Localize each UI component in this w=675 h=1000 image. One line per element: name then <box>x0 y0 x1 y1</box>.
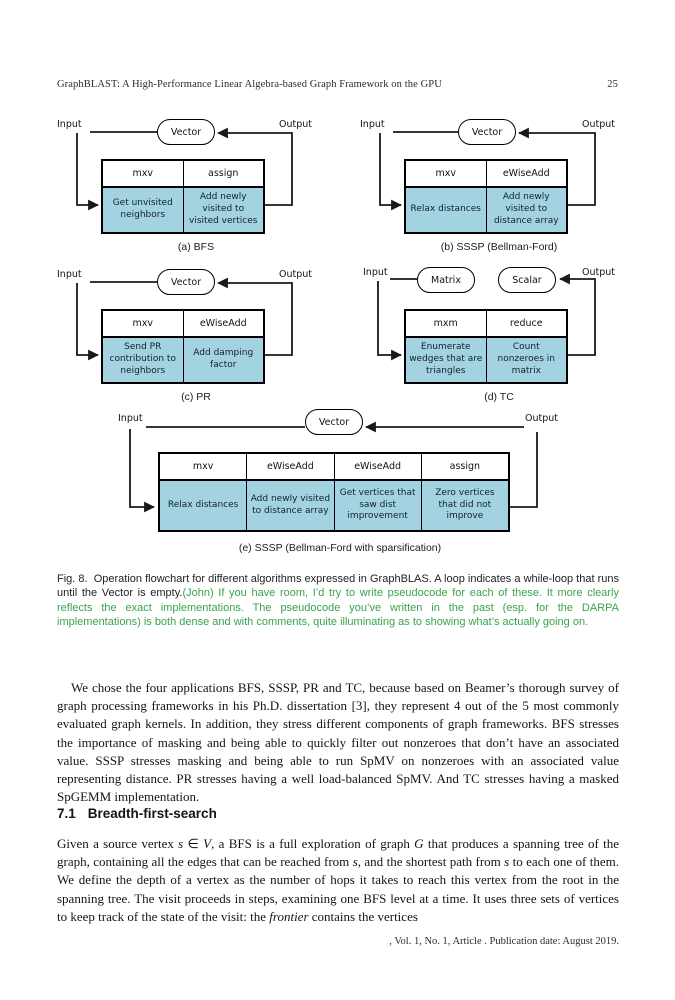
output-label: Output <box>279 269 312 280</box>
op-name: reduce <box>486 311 566 338</box>
operation-table: mxv Get unvisited neighbors assign Add n… <box>101 159 265 234</box>
diagram-tc: Input Matrix Scalar Output mxm Enumerate… <box>360 265 638 407</box>
op-name: eWiseAdd <box>334 454 421 481</box>
connector-lines <box>379 127 596 211</box>
operation-table: mxv Relax distances eWiseAdd Add newly v… <box>158 452 510 532</box>
input-label: Input <box>360 119 385 130</box>
subcaption-d: (d) TC <box>484 391 514 403</box>
vector-node-label: Vector <box>170 126 202 138</box>
vector-node: Vector <box>305 409 363 435</box>
op-name: assign <box>421 454 508 481</box>
operation-column: mxv Get unvisited neighbors <box>103 161 183 232</box>
op-description: Relax distances <box>406 188 486 232</box>
input-label: Input <box>118 413 143 424</box>
output-label: Output <box>525 413 558 424</box>
figure-caption: Fig. 8. Operation flowchart for differen… <box>57 572 619 630</box>
page-number: 25 <box>607 79 618 90</box>
diagram-sssp: Input Vector Output mxv Relax distances … <box>360 115 638 257</box>
section-heading: 7.1 Breadth-first-search <box>57 806 619 821</box>
body-paragraph-2: Given a source vertex s ∈ V, a BFS is a … <box>57 836 620 924</box>
vector-node: Vector <box>458 119 516 145</box>
operation-column: eWiseAdd Add newly visited to distance a… <box>485 161 566 232</box>
scalar-node: Scalar <box>498 267 556 293</box>
op-description: Enumerate wedges that are triangles <box>406 338 486 382</box>
op-description: Send PR contribution to neighbors <box>103 338 183 382</box>
header-title: GraphBLAST: A High-Performance Linear Al… <box>57 79 442 90</box>
op-name: assign <box>183 161 263 188</box>
operation-column: eWiseAdd Add newly visited to distance a… <box>246 454 334 530</box>
operation-column: eWiseAdd Get vertices that saw dist impr… <box>333 454 421 530</box>
op-name: mxv <box>103 161 183 188</box>
figure-caption-text: Fig. 8. Operation flowchart for differen… <box>57 573 619 600</box>
operation-column: mxv Send PR contribution to neighbors <box>103 311 183 382</box>
connector-lines <box>377 273 596 361</box>
diagram-bfs: Input Vector Output mxv Get unvisited ne… <box>57 115 335 257</box>
running-header: GraphBLAST: A High-Performance Linear Al… <box>57 79 618 90</box>
subcaption-e: (e) SSSP (Bellman-Ford with sparsificati… <box>238 542 442 554</box>
connector-lines <box>76 127 293 211</box>
operation-table: mxv Send PR contribution to neighbors eW… <box>101 309 265 384</box>
scalar-node-label: Scalar <box>512 274 542 286</box>
vector-node: Vector <box>157 269 215 295</box>
matrix-node: Matrix <box>417 267 475 293</box>
diagram-sssp-sparsification: Input Vector Output mxv Relax distances … <box>100 405 580 557</box>
output-label: Output <box>582 267 615 278</box>
output-label: Output <box>582 119 615 130</box>
input-label: Input <box>57 119 82 130</box>
operation-column: mxm Enumerate wedges that are triangles <box>406 311 486 382</box>
subcaption-a: (a) BFS <box>177 241 215 253</box>
input-label: Input <box>363 267 388 278</box>
op-description: Add newly visited to distance array <box>486 188 566 232</box>
operation-table: mxv Relax distances eWiseAdd Add newly v… <box>404 159 568 234</box>
op-description: Get unvisited neighbors <box>103 188 183 232</box>
operation-column: mxv Relax distances <box>160 454 247 530</box>
op-name: mxv <box>406 161 486 188</box>
op-name: mxv <box>103 311 183 338</box>
operation-column: eWiseAdd Add damping factor <box>182 311 263 382</box>
vector-node-label: Vector <box>471 126 503 138</box>
vector-node-label: Vector <box>170 276 202 288</box>
op-name: mxv <box>160 454 247 481</box>
operation-table: mxm Enumerate wedges that are triangles … <box>404 309 568 384</box>
footer-citation: , Vol. 1, No. 1, Article . Publication d… <box>389 936 619 947</box>
diagram-pr: Input Vector Output mxv Send PR contribu… <box>57 265 335 407</box>
operation-column: assign Add newly visited to visited vert… <box>182 161 263 232</box>
connector-lines <box>129 421 538 513</box>
subcaption-b: (b) SSSP (Bellman-Ford) <box>440 241 558 253</box>
op-description: Add newly visited to visited vertices <box>183 188 263 232</box>
section-number: 7.1 <box>57 806 76 821</box>
op-description: Get vertices that saw dist improvement <box>334 481 421 530</box>
op-description: Add damping factor <box>183 338 263 382</box>
op-description: Count nonzeroes in matrix <box>486 338 566 382</box>
op-description: Relax distances <box>160 481 247 530</box>
connector-lines <box>76 277 293 361</box>
section-title: Breadth-first-search <box>87 806 217 821</box>
subcaption-c: (c) PR <box>181 391 211 403</box>
operation-column: mxv Relax distances <box>406 161 486 232</box>
op-description: Zero vertices that did not improve <box>421 481 508 530</box>
operation-column: assign Zero vertices that did not improv… <box>420 454 508 530</box>
op-name: mxm <box>406 311 486 338</box>
input-label: Input <box>57 269 82 280</box>
op-description: Add newly visited to distance array <box>247 481 334 530</box>
operation-column: reduce Count nonzeroes in matrix <box>485 311 566 382</box>
op-name: eWiseAdd <box>247 454 334 481</box>
vector-node-label: Vector <box>318 416 350 428</box>
op-name: eWiseAdd <box>486 161 566 188</box>
matrix-node-label: Matrix <box>431 274 461 286</box>
body-paragraph-1: We chose the four applications BFS, SSSP… <box>57 680 619 805</box>
vector-node: Vector <box>157 119 215 145</box>
op-name: eWiseAdd <box>183 311 263 338</box>
figure-caption-comment: (John) If you have room, I’d try to writ… <box>57 587 619 629</box>
output-label: Output <box>279 119 312 130</box>
